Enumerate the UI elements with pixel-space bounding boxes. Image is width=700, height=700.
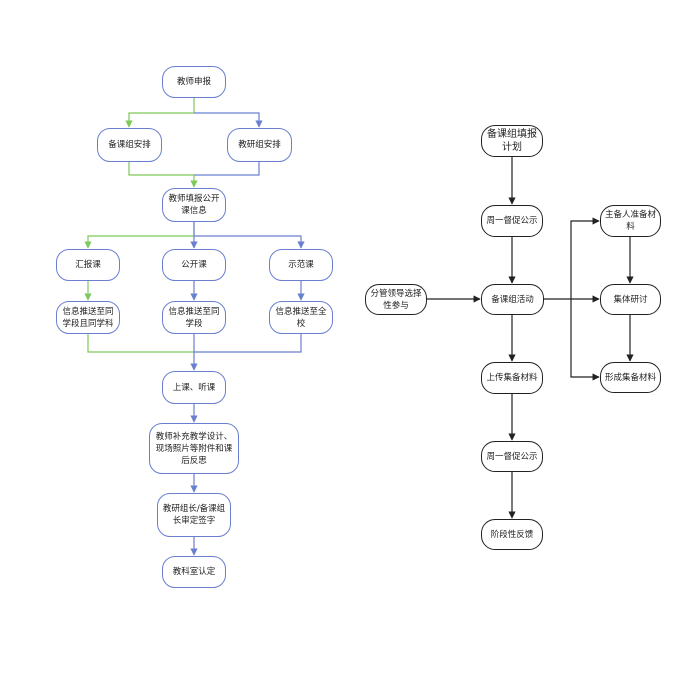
node-prep-activity: 备课组活动 <box>481 284 544 315</box>
edge-apply-to-prep <box>125 98 195 128</box>
node-stage-feedback: 阶段性反馈 <box>481 519 543 550</box>
edge-prep-to-fill <box>128 162 194 176</box>
edge-apply-to-research <box>194 112 263 128</box>
node-research-group-arrange: 教研组安排 <box>227 128 292 162</box>
node-weekly-reminder-2: 周一督促公示 <box>481 441 543 472</box>
node-push-whole-school: 信息推送至全校 <box>269 301 333 334</box>
edge-fill-to-report <box>84 222 195 249</box>
node-leader-participate: 分管领导选择性参与 <box>365 284 427 315</box>
node-form-materials: 形成集备材料 <box>600 362 661 393</box>
node-collective-discuss: 集体研讨 <box>600 284 661 315</box>
node-attend-class: 上课、听课 <box>162 371 226 404</box>
node-fill-plan: 备课组填报计划 <box>481 125 543 157</box>
edge-branch-to-form <box>570 299 600 381</box>
node-public-class: 公开课 <box>162 249 226 281</box>
node-speaker-prepare: 主备人准备材料 <box>600 205 661 237</box>
node-teacher-supplement: 教师补充教学设计、现场照片等附件和课后反思 <box>149 423 239 474</box>
edge-push-demo-merge <box>194 334 302 353</box>
edge-branch-to-speaker <box>570 217 600 299</box>
node-office-confirm: 教科室认定 <box>162 556 226 588</box>
node-weekly-reminder-1: 周一督促公示 <box>481 205 543 237</box>
edge-fill-to-demo <box>194 235 305 249</box>
node-leader-sign: 教研组长/备课组长审定签字 <box>157 493 231 537</box>
edge-research-to-fill <box>194 162 260 176</box>
node-fill-public-info: 教师填报公开课信息 <box>162 188 226 222</box>
node-push-same-grade-subject: 信息推送至同学段且同学科 <box>56 301 120 334</box>
node-prep-group-arrange: 备课组安排 <box>97 128 162 162</box>
node-teacher-apply: 教师申报 <box>162 66 226 98</box>
edge-push-report-merge <box>87 334 194 353</box>
node-demo-class: 示范课 <box>269 249 333 281</box>
node-upload-materials: 上传集备材料 <box>481 362 543 394</box>
node-report-class: 汇报课 <box>56 249 120 281</box>
node-push-same-grade: 信息推送至同学段 <box>162 301 226 334</box>
